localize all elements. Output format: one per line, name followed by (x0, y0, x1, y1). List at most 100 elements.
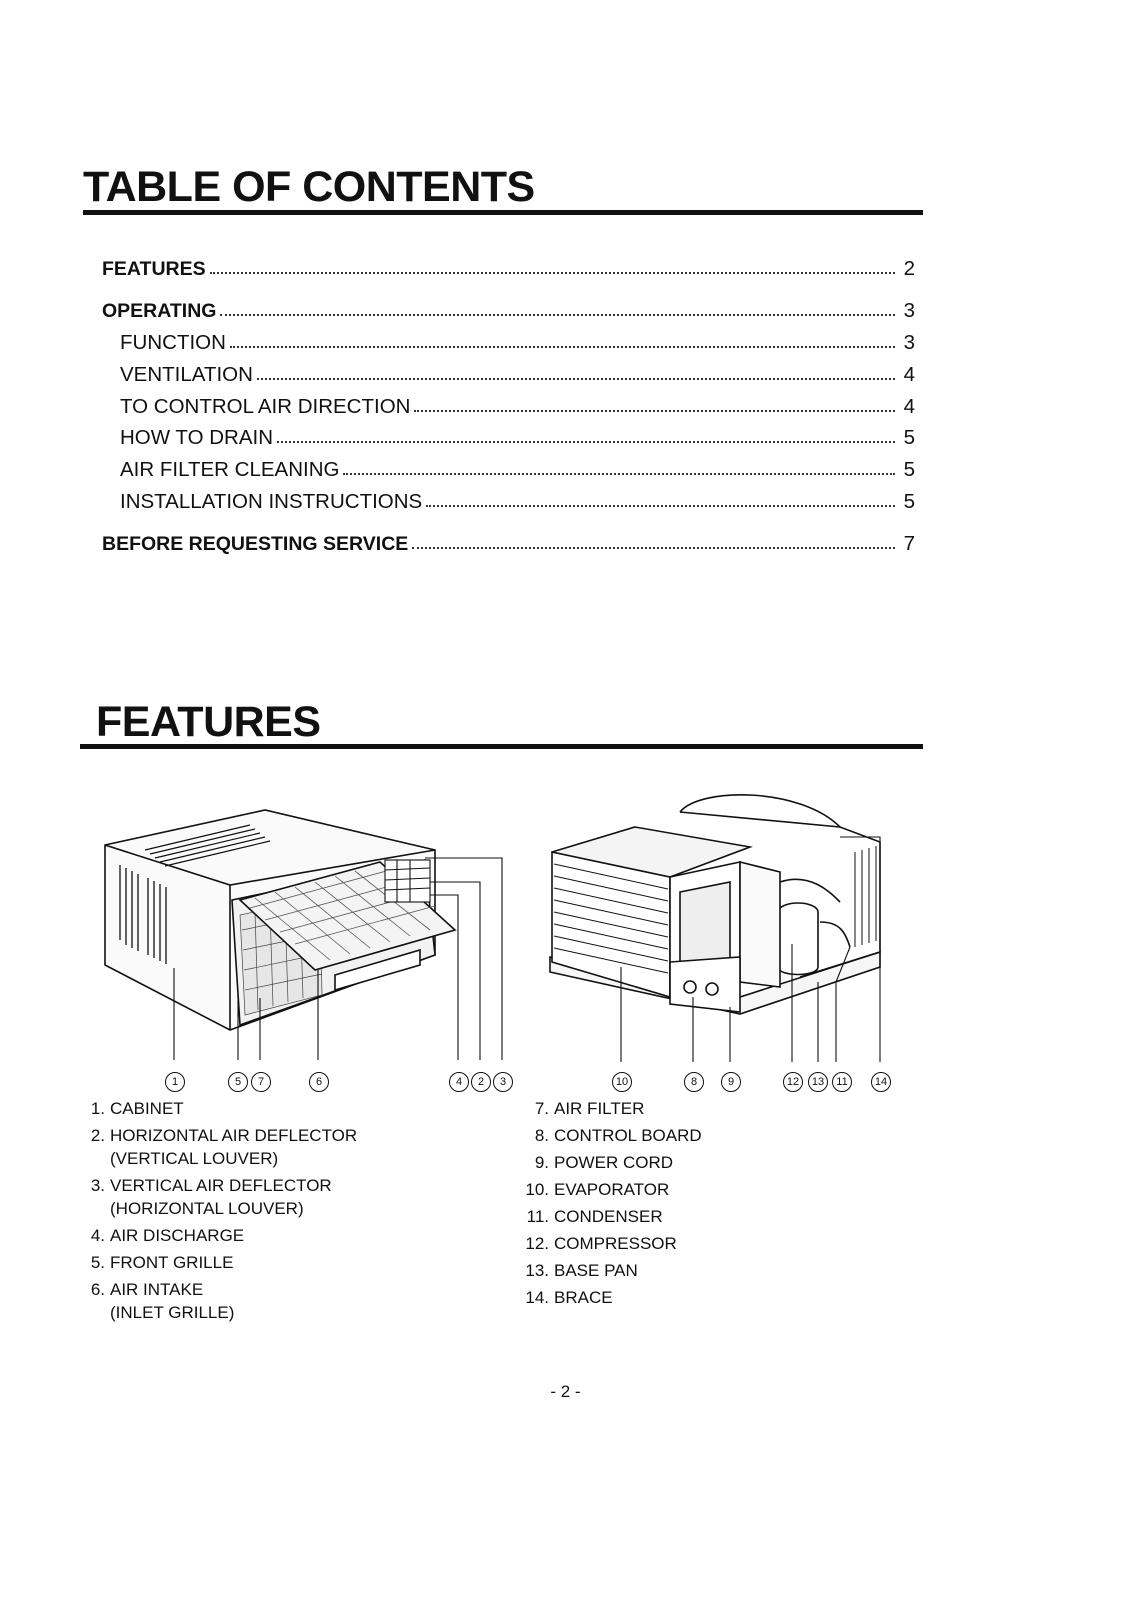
toc-entry-how-to-drain[interactable]: HOW TO DRAIN 5 (120, 422, 915, 450)
features-title-rule (80, 744, 923, 749)
legend-item: 14. BRACE (516, 1286, 702, 1309)
legend-text: AIR DISCHARGE (110, 1226, 245, 1245)
toc-entry-label: AIR FILTER CLEANING (120, 458, 340, 481)
legend-text: EVAPORATOR (554, 1180, 670, 1199)
callout-7: 7 (251, 1072, 271, 1092)
legend-num: 9. (534, 1153, 549, 1172)
toc-entry-page: 4 (903, 395, 915, 418)
toc-entry-label: VENTILATION (120, 363, 253, 386)
toc-entry-label: FEATURES (102, 258, 206, 280)
legend-num: 14. (525, 1288, 549, 1307)
dot-leader (220, 313, 895, 316)
legend-text: BRACE (554, 1288, 613, 1307)
legend-item: 6. AIR INTAKE (INLET GRILLE) (84, 1278, 357, 1324)
toc-entry-ventilation[interactable]: VENTILATION 4 (120, 359, 915, 387)
legend-text: POWER CORD (554, 1153, 673, 1172)
legend-item: 3. VERTICAL AIR DEFLECTOR (HORIZONTAL LOU… (84, 1174, 357, 1220)
legend-item: 4. AIR DISCHARGE (84, 1224, 357, 1247)
toc-title: TABLE OF CONTENTS (83, 163, 535, 211)
dot-leader (426, 504, 895, 507)
legend-item: 2. HORIZONTAL AIR DEFLECTOR (VERTICAL LOU… (84, 1124, 357, 1170)
legend-text: FRONT GRILLE (110, 1253, 234, 1272)
page-number: - 2 - (550, 1382, 581, 1401)
callout-11: 11 (832, 1072, 852, 1092)
toc-entry-page: 4 (903, 363, 915, 386)
toc-entry-page: 5 (903, 426, 915, 449)
features-title: FEATURES (96, 698, 321, 746)
toc-entry-page: 3 (903, 299, 915, 322)
toc-entry-before-service[interactable]: BEFORE REQUESTING SERVICE 7 (102, 528, 915, 556)
toc-entry-air-direction[interactable]: TO CONTROL AIR DIRECTION 4 (120, 391, 915, 419)
air-conditioner-chassis-illustration (549, 794, 881, 1062)
callout-1: 1 (165, 1072, 185, 1092)
legend-text: AIR INTAKE (INLET GRILLE) (110, 1280, 235, 1322)
legend-text: AIR FILTER (554, 1099, 645, 1118)
legend-item: 5. FRONT GRILLE (84, 1251, 357, 1274)
dot-leader (229, 345, 895, 348)
toc-entry-label: TO CONTROL AIR DIRECTION (120, 395, 411, 418)
legend-item: 11. CONDENSER (516, 1205, 702, 1228)
parts-legend-left: 1. CABINET 2. HORIZONTAL AIR DEFLECTOR (VE… (84, 1097, 357, 1328)
legend-num: 8. (534, 1126, 549, 1145)
legend-text: VERTICAL AIR DEFLECTOR (HORIZONTAL LOUVE… (110, 1176, 332, 1218)
dot-leader (277, 440, 895, 443)
legend-text: CABINET (110, 1099, 184, 1118)
legend-num: 7. (534, 1099, 549, 1118)
toc-entry-page: 3 (903, 331, 915, 354)
legend-text: BASE PAN (554, 1261, 638, 1280)
dot-leader (412, 546, 895, 549)
dot-leader (209, 271, 895, 274)
toc-entry-operating[interactable]: OPERATING 3 (102, 295, 915, 323)
legend-num: 10. (525, 1180, 549, 1199)
callout-5: 5 (228, 1072, 248, 1092)
legend-num: 4. (90, 1226, 105, 1245)
toc-entry-function[interactable]: FUNCTION 3 (120, 327, 915, 355)
legend-num: 3. (90, 1176, 105, 1195)
legend-text: CONDENSER (554, 1207, 663, 1226)
callout-6: 6 (309, 1072, 329, 1092)
legend-num: 13. (525, 1261, 549, 1280)
toc-entry-page: 7 (903, 532, 915, 555)
legend-num: 11. (526, 1207, 549, 1226)
toc-entry-page: 2 (903, 257, 915, 280)
legend-item: 12. COMPRESSOR (516, 1232, 702, 1255)
legend-num: 1. (90, 1099, 105, 1118)
legend-text: COMPRESSOR (554, 1234, 677, 1253)
callout-3: 3 (493, 1072, 513, 1092)
toc-title-rule (83, 210, 923, 215)
toc-entry-label: HOW TO DRAIN (120, 426, 273, 449)
legend-item: 1. CABINET (84, 1097, 357, 1120)
toc-entry-page: 5 (903, 458, 915, 481)
toc-entry-page: 5 (903, 490, 915, 513)
toc-entry-air-filter-cleaning[interactable]: AIR FILTER CLEANING 5 (120, 454, 915, 482)
toc-entry-label: FUNCTION (120, 331, 226, 354)
legend-num: 6. (90, 1280, 105, 1299)
callout-14: 14 (871, 1072, 891, 1092)
toc-entry-installation[interactable]: INSTALLATION INSTRUCTIONS 5 (120, 486, 915, 514)
callout-13: 13 (808, 1072, 828, 1092)
parts-legend-right: 7. AIR FILTER 8. CONTROL BOARD 9. POWER COR… (516, 1097, 702, 1313)
toc-entry-label: OPERATING (102, 300, 217, 322)
legend-num: 2. (90, 1126, 105, 1145)
dot-leader (414, 409, 895, 412)
legend-item: 13. BASE PAN (516, 1259, 702, 1282)
legend-num: 5. (90, 1253, 105, 1272)
air-conditioner-front-illustration (104, 809, 503, 1060)
toc-entry-label: BEFORE REQUESTING SERVICE (102, 533, 409, 555)
callout-12: 12 (783, 1072, 803, 1092)
legend-text: CONTROL BOARD (554, 1126, 702, 1145)
legend-text: HORIZONTAL AIR DEFLECTOR (VERTICAL LOUVE… (110, 1126, 358, 1168)
legend-num: 12. (525, 1234, 549, 1253)
toc-entry-features[interactable]: FEATURES 2 (102, 253, 915, 281)
dot-leader (343, 472, 895, 475)
toc-entry-label: INSTALLATION INSTRUCTIONS (120, 490, 423, 513)
legend-item: 8. CONTROL BOARD (516, 1124, 702, 1147)
legend-item: 10. EVAPORATOR (516, 1178, 702, 1201)
callout-4: 4 (449, 1072, 469, 1092)
dot-leader (256, 377, 895, 380)
callout-2: 2 (471, 1072, 491, 1092)
legend-item: 9. POWER CORD (516, 1151, 702, 1174)
legend-item: 7. AIR FILTER (516, 1097, 702, 1120)
callout-9: 9 (721, 1072, 741, 1092)
callout-10: 10 (612, 1072, 632, 1092)
